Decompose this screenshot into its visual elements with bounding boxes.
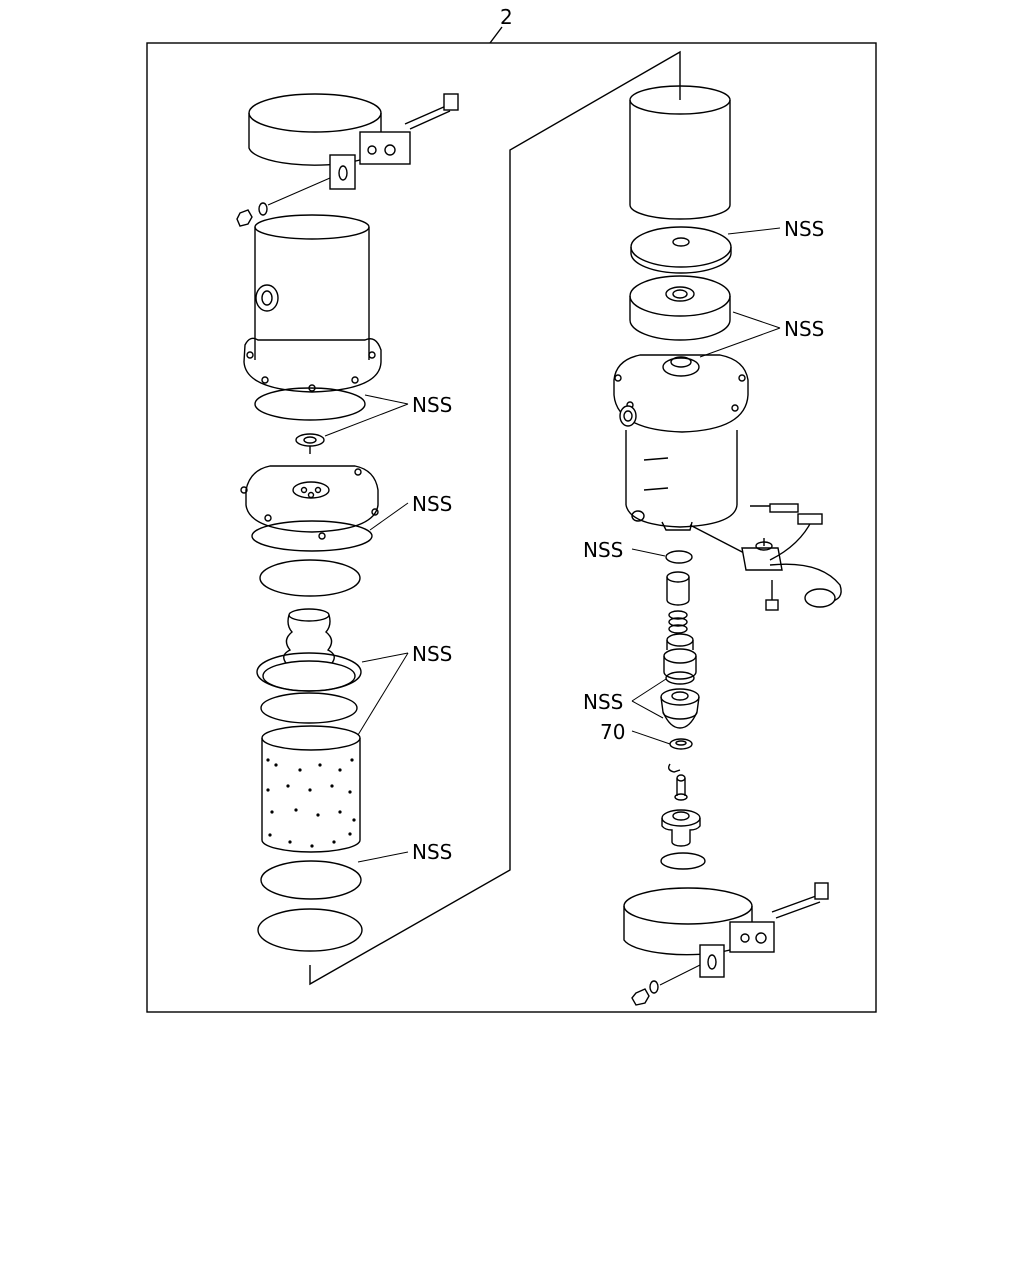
cover-gasket — [251, 520, 373, 552]
callout-assembly-leader — [489, 26, 503, 44]
oring-valve — [665, 671, 695, 685]
oring-small-top — [665, 550, 693, 564]
callout-nss-right-1: NSS — [784, 217, 824, 241]
top-seal-disc — [630, 226, 732, 274]
leaders-left — [324, 394, 409, 863]
valve-seat — [295, 433, 325, 454]
callout-part-70: 70 — [600, 720, 625, 744]
filter-disc-lower — [257, 908, 363, 952]
callout-nss-left-1: NSS — [412, 393, 452, 417]
lower-clamp — [623, 882, 829, 986]
filter-element-seal-ring — [256, 652, 362, 724]
filter-disc-middle — [260, 860, 362, 900]
housing-gasket — [254, 387, 366, 421]
valve-stem-upper — [666, 571, 690, 606]
filter-element-bellows — [283, 608, 335, 664]
column-connector-line — [309, 50, 681, 986]
callout-nss-right-2: NSS — [784, 317, 824, 341]
callout-nss-left-2: NSS — [412, 492, 452, 516]
perforated-filter-element — [261, 725, 361, 853]
leaders-right — [631, 227, 781, 745]
filter-disc-upper — [259, 559, 361, 597]
callout-nss-left-3: NSS — [412, 642, 452, 666]
filter-cup — [629, 85, 731, 220]
filter-housing-right — [613, 354, 749, 531]
callout-nss-right-3: NSS — [583, 538, 623, 562]
upper-clamp-nut — [236, 202, 268, 227]
oring-drain — [660, 852, 706, 870]
valve-spring — [668, 610, 688, 634]
diagram-frame — [146, 42, 877, 1013]
drain-plug — [661, 809, 701, 847]
pressure-switch — [689, 503, 842, 611]
callout-nss-right-4: NSS — [583, 690, 623, 714]
snap-ring-and-pin — [667, 763, 688, 801]
callout-assembly-number: 2 — [500, 5, 513, 29]
callout-nss-left-4: NSS — [412, 840, 452, 864]
lower-clamp-nut — [631, 980, 659, 1006]
filter-housing-left — [243, 214, 382, 393]
piston-disc — [629, 275, 731, 341]
cover-plate — [240, 465, 379, 540]
valve-body — [663, 633, 697, 680]
diaphragm-cup — [660, 688, 700, 729]
part-70-ring — [669, 738, 693, 750]
upper-clamp — [248, 93, 459, 206]
